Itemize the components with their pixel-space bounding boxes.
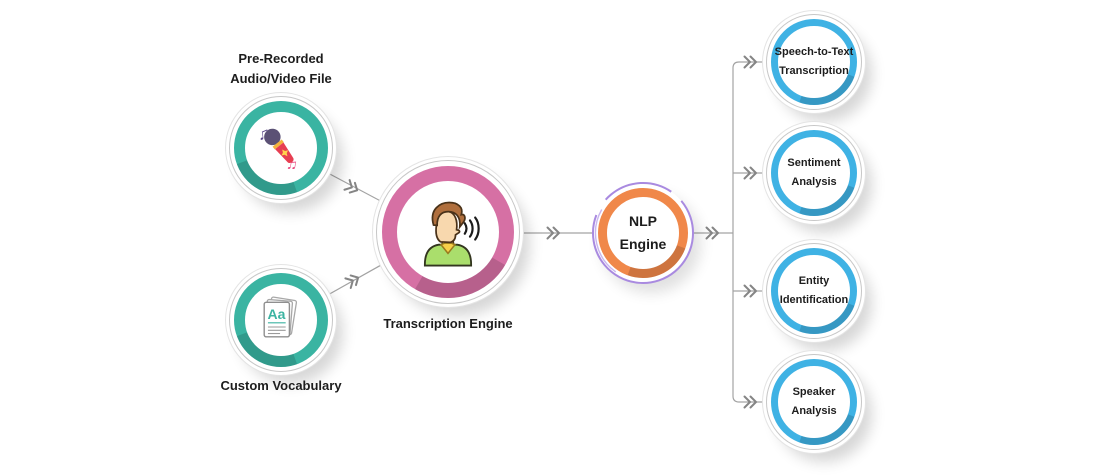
blue-ring bbox=[771, 19, 857, 105]
vocabulary-document-icon: Aa bbox=[263, 296, 298, 338]
connector-prerecorded-to-engine bbox=[325, 171, 391, 207]
nlp-engine-label: NLP Engine bbox=[619, 212, 667, 252]
connector-branch-trunk bbox=[732, 61, 766, 403]
purple-accent-ring bbox=[592, 182, 694, 284]
output-label: Speaker Analysis bbox=[791, 385, 837, 417]
arrow-chevron-icon bbox=[705, 226, 719, 240]
prerecorded-label: Pre-Recorded Audio/Video File bbox=[230, 51, 332, 86]
node-speaker-analysis: Speaker Analysis bbox=[756, 344, 872, 460]
arrow-chevron-icon bbox=[343, 179, 359, 194]
blue-ring bbox=[771, 130, 857, 216]
arrow-chevron-icon bbox=[546, 226, 560, 240]
orange-ring bbox=[598, 188, 688, 278]
node-transcription-engine bbox=[367, 151, 529, 313]
arrow-chevron-icon bbox=[743, 284, 757, 298]
arrow-chevron-icon bbox=[344, 274, 360, 289]
arrow-chevron-icon bbox=[743, 395, 757, 409]
node-sentiment-analysis: Sentiment Analysis bbox=[756, 115, 872, 231]
node-nlp-engine: NLP Engine bbox=[583, 173, 703, 293]
output-label: Entity Identification bbox=[779, 274, 849, 306]
microphone-music-icon: ♫ ♫ bbox=[257, 124, 299, 174]
node-entity-identification: Entity Identification bbox=[756, 233, 872, 349]
blue-ring bbox=[771, 248, 857, 334]
teal-ring bbox=[234, 101, 328, 195]
teal-ring bbox=[234, 273, 328, 367]
node-custom-vocabulary: Aa bbox=[218, 257, 344, 383]
arrow-chevron-icon bbox=[743, 166, 757, 180]
blue-ring bbox=[771, 359, 857, 445]
output-label: Speech-to-Text Transcription bbox=[774, 45, 854, 77]
speaking-person-icon bbox=[423, 201, 480, 267]
transcription-engine-label: Transcription Engine bbox=[383, 316, 513, 331]
node-speech-to-text-transcription: Speech-to-Text Transcription bbox=[756, 4, 872, 120]
custom-vocabulary-label: Custom Vocabulary bbox=[220, 378, 342, 393]
arrow-chevron-icon bbox=[743, 55, 757, 69]
output-label: Sentiment Analysis bbox=[787, 156, 841, 188]
node-prerecorded-audio-video: ♫ ♫ bbox=[218, 85, 344, 211]
svg-text:Aa: Aa bbox=[267, 306, 285, 322]
